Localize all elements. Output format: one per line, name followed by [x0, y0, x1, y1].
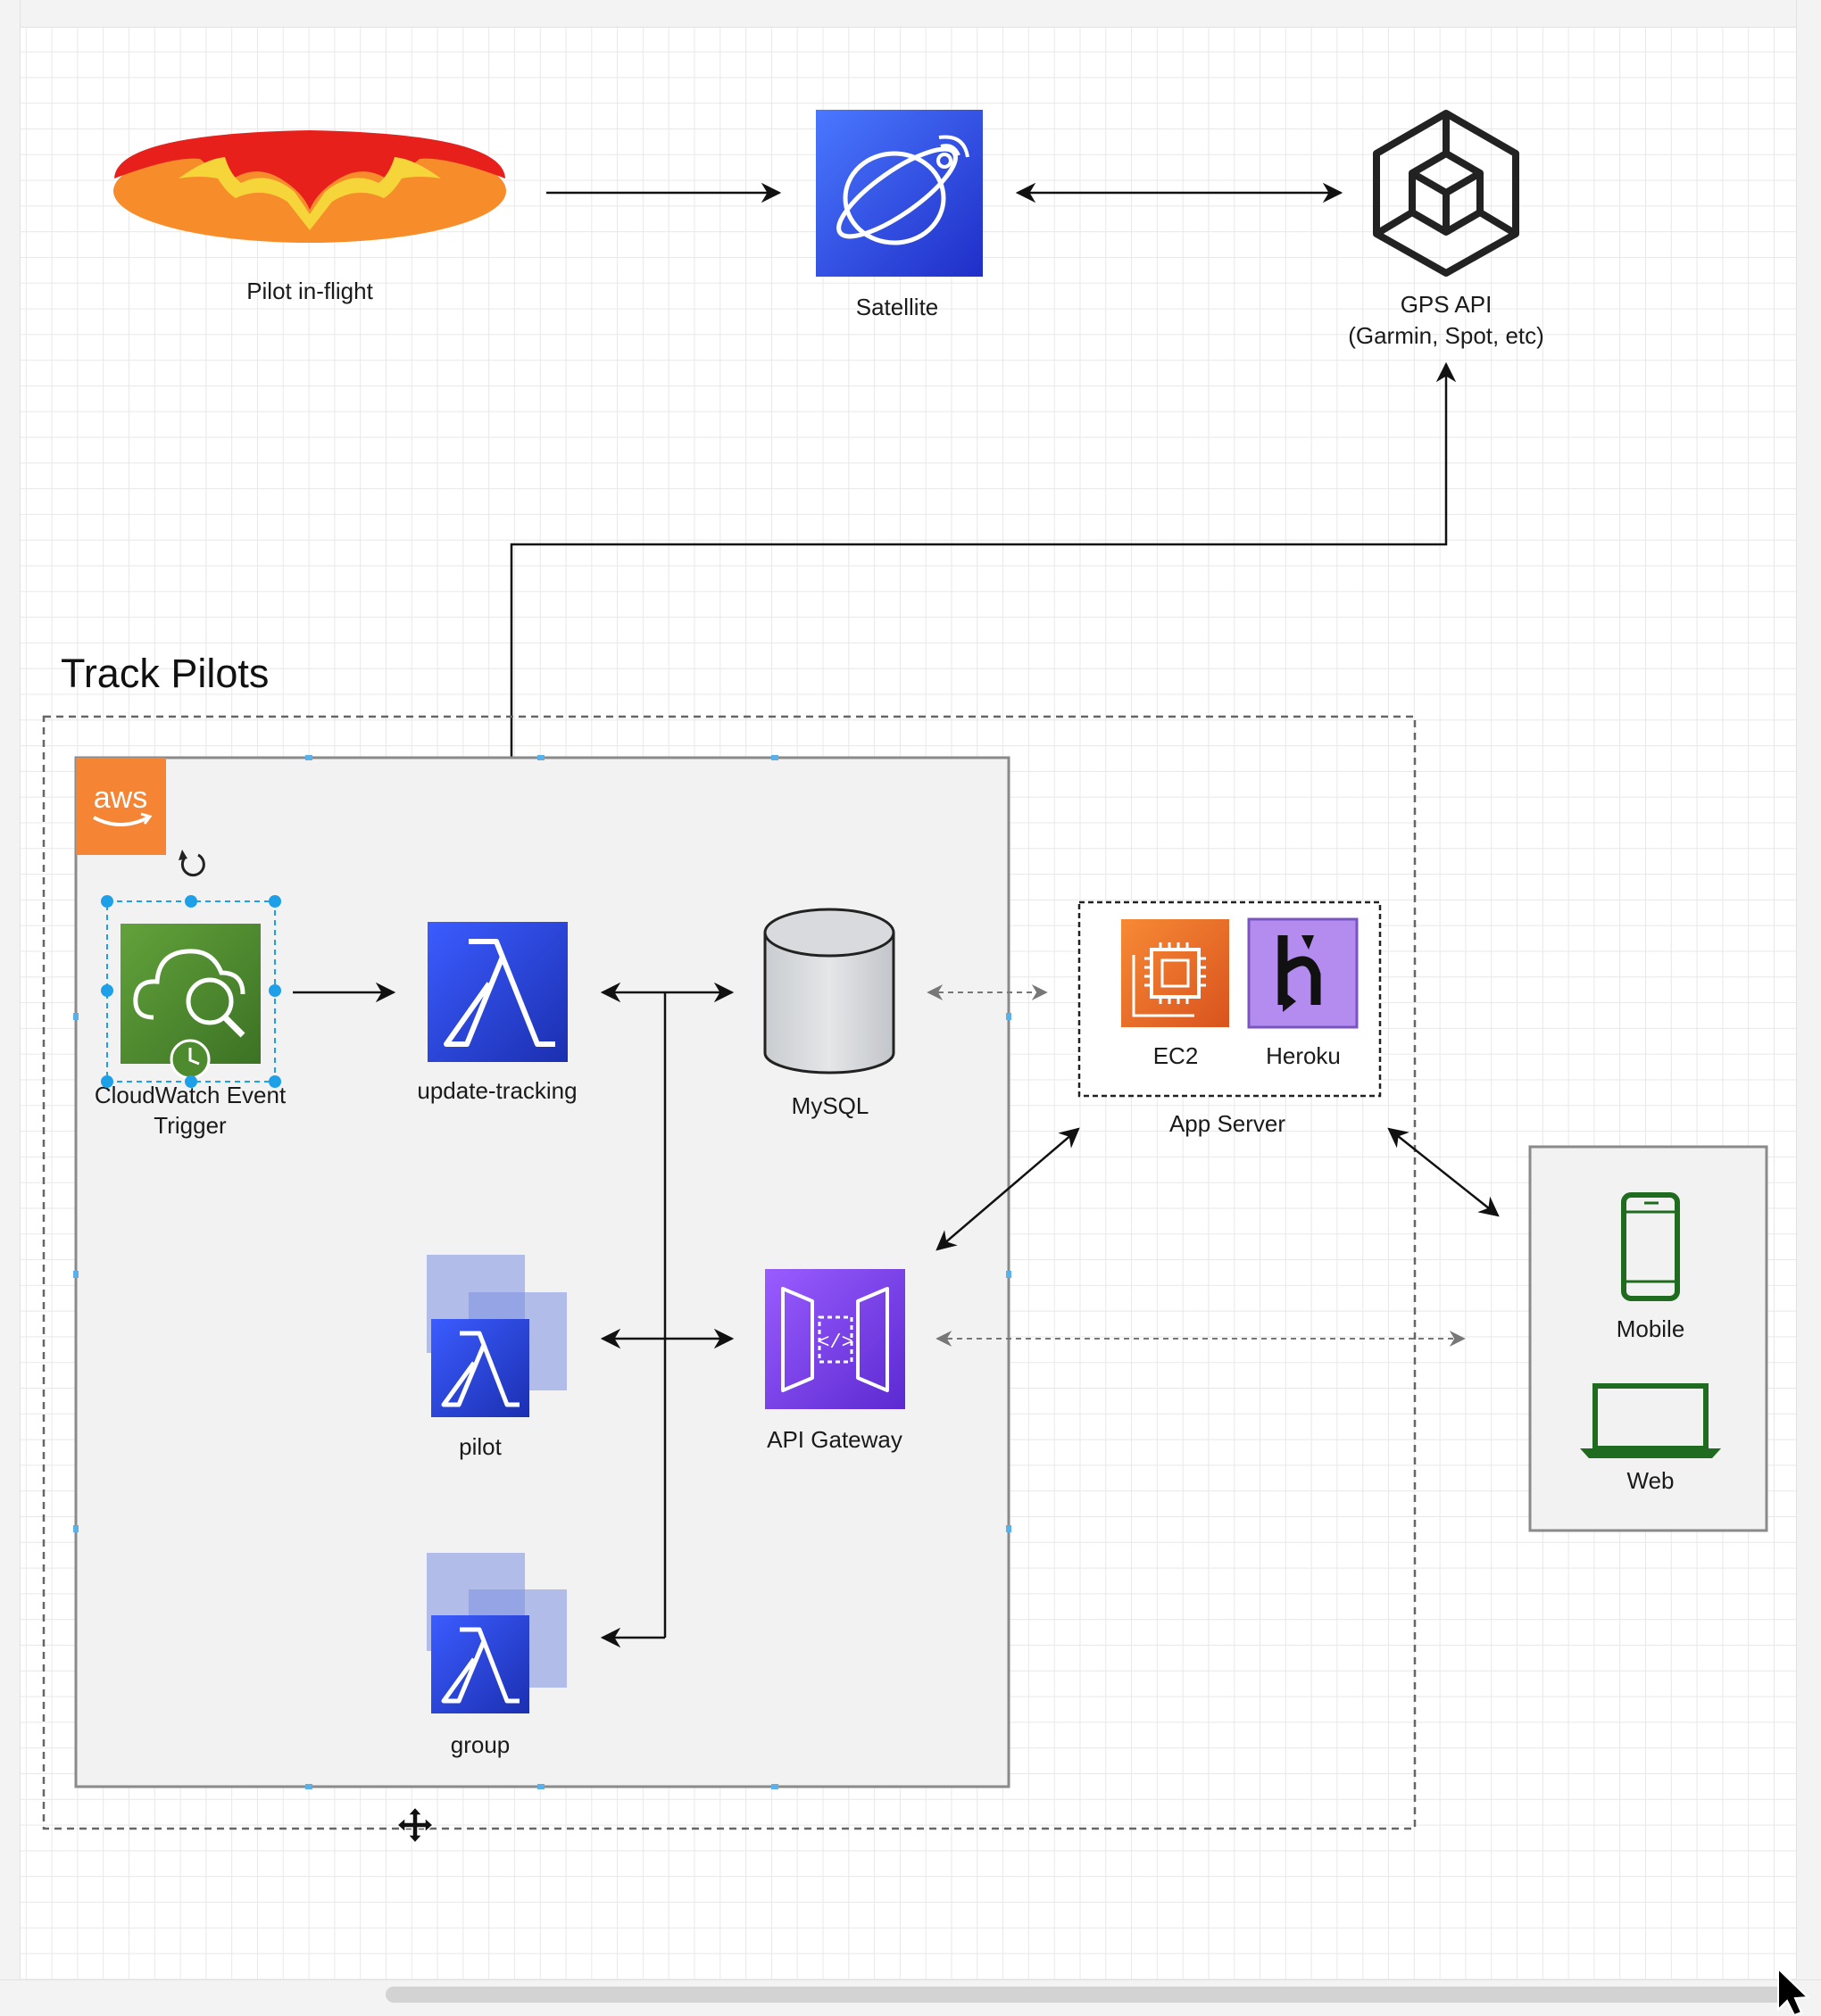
- horizontal-scrollbar-thumb[interactable]: [386, 1987, 1794, 2003]
- svg-text:aws: aws: [94, 781, 147, 815]
- gps-cube-icon: [1373, 110, 1519, 277]
- mobile-label: Mobile: [1617, 1315, 1685, 1342]
- pointer-cursor-icon: [1777, 1966, 1810, 2015]
- canvas-right-edge: [1796, 0, 1821, 2015]
- update-tracking-node[interactable]: update-tracking: [417, 922, 578, 1104]
- heroku-label: Heroku: [1266, 1042, 1341, 1069]
- satellite-icon: [816, 110, 983, 277]
- satellite-label: Satellite: [856, 294, 939, 320]
- satellite-node[interactable]: Satellite: [816, 110, 983, 320]
- cloudwatch-selection[interactable]: [101, 850, 281, 1088]
- svg-text:</>: </>: [818, 1332, 853, 1354]
- app-server-clients-arrow[interactable]: [1387, 1127, 1500, 1217]
- cloudwatch-node[interactable]: CloudWatch Event Trigger: [95, 924, 287, 1139]
- pilot-node[interactable]: pilot: [427, 1255, 567, 1460]
- update-tracking-label: update-tracking: [417, 1077, 577, 1104]
- canvas-left-edge: [0, 0, 21, 2015]
- paraglider-icon: [113, 130, 506, 243]
- group-label: group: [451, 1731, 511, 1758]
- app-server-node[interactable]: EC2 Heroku App Server: [1077, 900, 1382, 1137]
- group-node[interactable]: group: [427, 1553, 567, 1758]
- api-gateway-node[interactable]: </> API Gateway: [765, 1269, 905, 1453]
- gps-api-label-line2: (Garmin, Spot, etc): [1348, 322, 1544, 349]
- track-pilots-title: Track Pilots: [61, 651, 269, 696]
- pilot-inflight-node[interactable]: Pilot in-flight: [113, 130, 506, 304]
- aws-logo-icon: aws: [76, 758, 166, 855]
- heroku-icon: [1247, 917, 1359, 1029]
- clients-node[interactable]: Mobile Web: [1528, 1145, 1768, 1532]
- cloudwatch-label-line2: Trigger: [154, 1112, 227, 1139]
- web-label: Web: [1627, 1467, 1675, 1494]
- pilot-inflight-label: Pilot in-flight: [246, 278, 373, 304]
- gps-api-label-line1: GPS API: [1401, 291, 1493, 318]
- pilot-label: pilot: [459, 1433, 502, 1460]
- app-server-label: App Server: [1169, 1110, 1285, 1137]
- mysql-label: MySQL: [792, 1092, 869, 1119]
- gps-api-node[interactable]: GPS API (Garmin, Spot, etc): [1348, 110, 1544, 349]
- mobile-icon: [1621, 1192, 1680, 1301]
- database-icon: [763, 908, 895, 1074]
- rotate-handle-icon[interactable]: [179, 850, 205, 877]
- ec2-label: EC2: [1153, 1042, 1199, 1069]
- api-gateway-label: API Gateway: [767, 1426, 902, 1453]
- move-cursor-icon: [395, 1805, 435, 1845]
- mysql-node[interactable]: MySQL: [763, 908, 895, 1119]
- ec2-icon: [1121, 919, 1229, 1027]
- container-resize-handles[interactable]: [73, 755, 1011, 1789]
- api-gateway-app-server-arrow[interactable]: [935, 1127, 1080, 1251]
- canvas-top-edge: [0, 0, 1821, 28]
- track-pilots-group[interactable]: [42, 715, 1417, 1830]
- laptop-icon: [1580, 1383, 1721, 1458]
